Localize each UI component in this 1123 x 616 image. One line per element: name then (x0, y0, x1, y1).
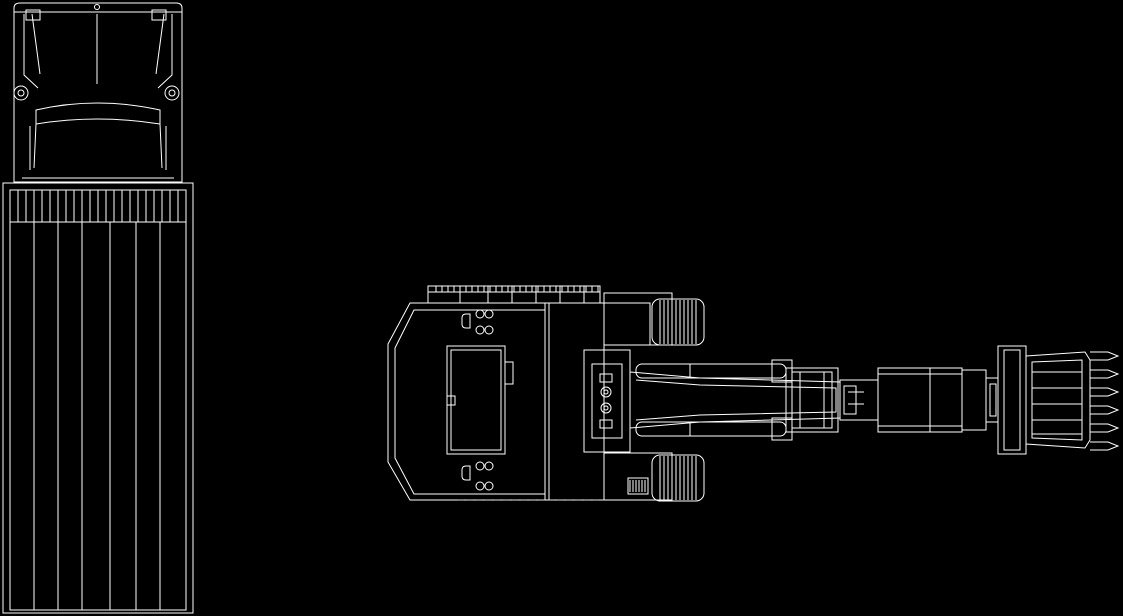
bucket-tooth-icon (1090, 370, 1118, 378)
bucket-tooth-icon (1090, 352, 1118, 360)
excavator-cab (604, 293, 672, 500)
left-mirror-arm-icon (14, 86, 28, 100)
excavator-bucket (998, 346, 1118, 454)
bucket-tooth-icon (1090, 388, 1118, 396)
bucket-tooth-icon (1090, 424, 1118, 432)
bed-longitudinal-lines (34, 222, 160, 610)
excavator-tracks (652, 299, 704, 501)
boom-cylinder-upper (636, 364, 786, 378)
boom-cylinder-lower (636, 422, 786, 436)
lift-eye-icon (462, 466, 470, 480)
pin-icon (601, 403, 611, 413)
excavator-upper-structure (388, 286, 604, 500)
left-mirror (26, 10, 40, 20)
track-right (652, 455, 704, 501)
windshield (36, 103, 160, 124)
truck-top-view (3, 3, 193, 613)
excavator-swing-frame (584, 350, 630, 452)
truck-bed (3, 183, 193, 613)
excavator-arm (840, 368, 998, 432)
pin-icon (601, 387, 611, 397)
bucket-tooth-icon (1090, 442, 1118, 450)
bed-front-ribs (18, 190, 178, 222)
right-mirror (152, 10, 166, 20)
right-mirror-arm-icon (165, 86, 179, 100)
truck-cab (14, 3, 182, 182)
excavator-top-view (388, 286, 1118, 501)
lift-eye-icon (462, 314, 470, 328)
cab-beacon-icon (95, 5, 100, 10)
bucket-teeth (1090, 352, 1118, 450)
engine-hood (447, 346, 505, 454)
excavator-boom (630, 360, 864, 440)
bucket-tooth-icon (1090, 406, 1118, 414)
track-left (652, 299, 704, 345)
